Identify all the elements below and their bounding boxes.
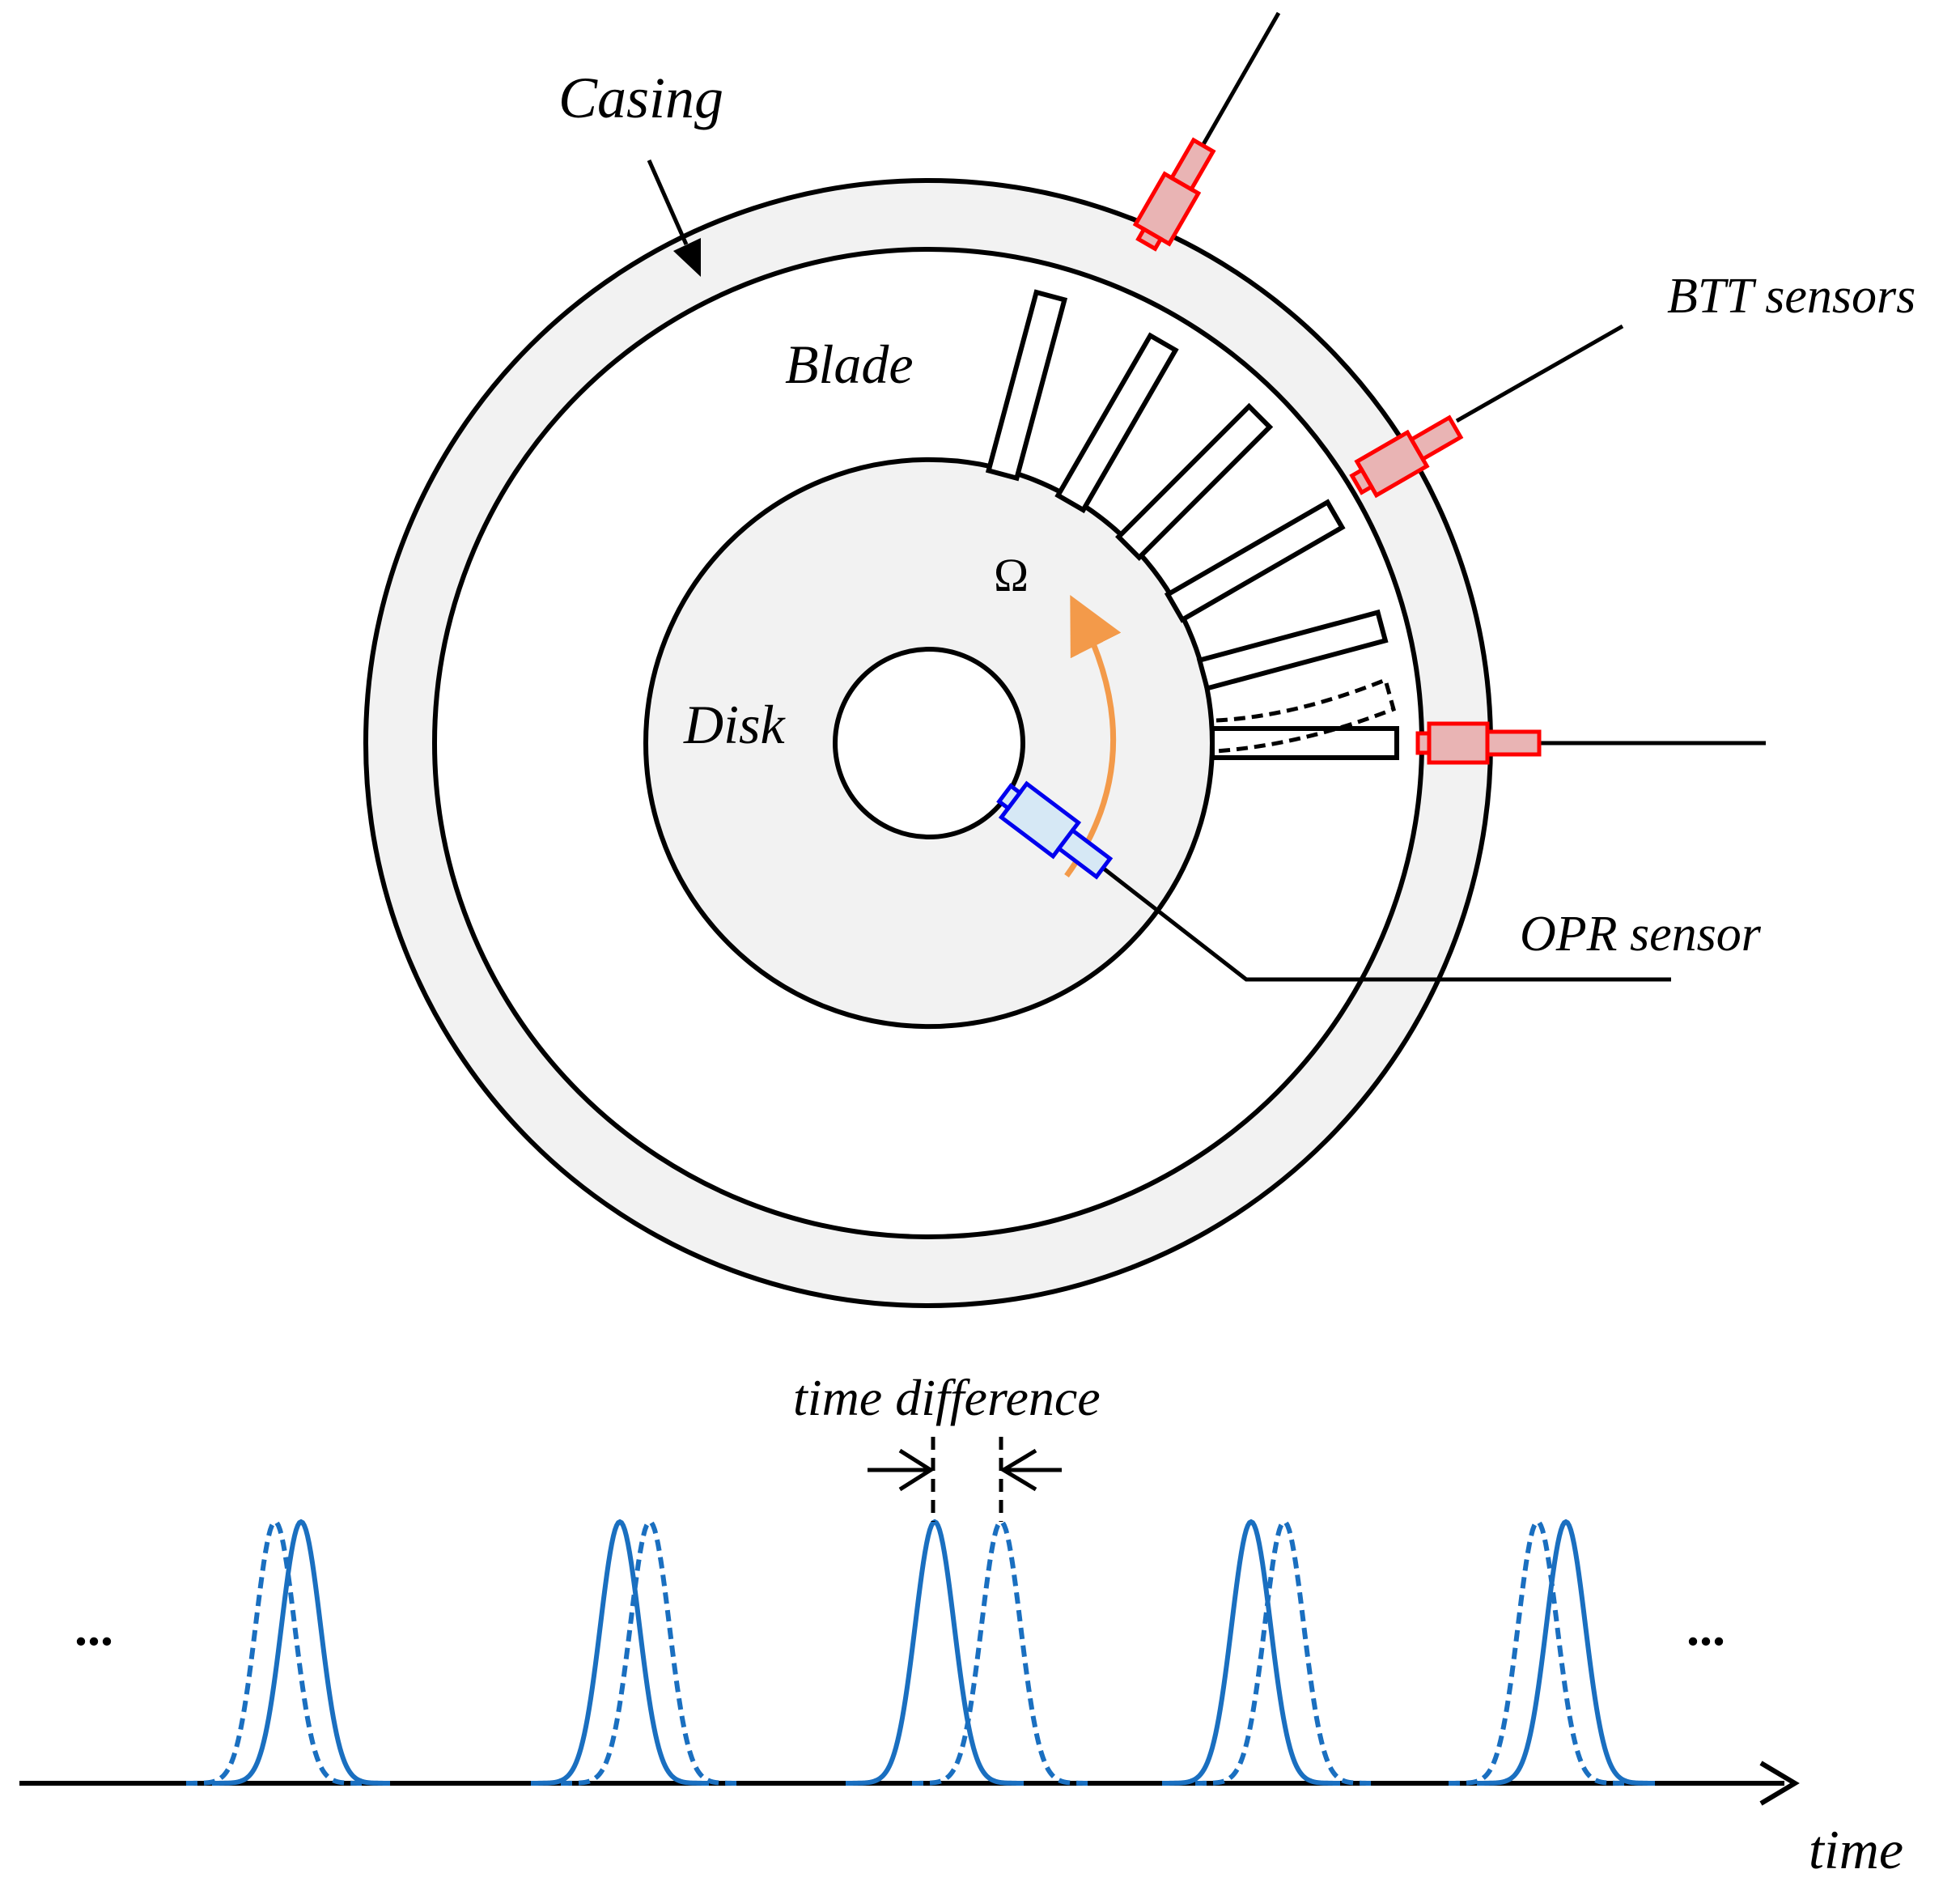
time-axis-label: time bbox=[1809, 1819, 1903, 1880]
btt-sensor-middle bbox=[1349, 324, 1624, 499]
disk-label: Disk bbox=[683, 694, 786, 755]
time-axis-arrowhead bbox=[1759, 1761, 1800, 1806]
btt-sensor-bottom bbox=[1415, 721, 1766, 765]
blade bbox=[1115, 402, 1274, 561]
casing-label: Casing bbox=[558, 66, 723, 130]
blade-label: Blade bbox=[785, 333, 914, 395]
casing-pointer-arrow bbox=[647, 159, 701, 277]
time-difference-arrow-left bbox=[868, 1448, 935, 1492]
measured-pulse bbox=[1162, 1519, 1340, 1786]
opr-sensor bbox=[996, 780, 1671, 982]
reference-pulse bbox=[912, 1519, 1090, 1786]
pulse-group bbox=[186, 1519, 1655, 1786]
measured-pulse bbox=[212, 1519, 390, 1786]
measured-pulse bbox=[1477, 1519, 1655, 1786]
blade bbox=[1210, 726, 1399, 760]
reference-pulse bbox=[1449, 1519, 1627, 1786]
reference-pulse bbox=[561, 1519, 739, 1786]
measured-pulse bbox=[846, 1519, 1024, 1786]
time-signal: time ... ... time difference bbox=[19, 1369, 1903, 1880]
deflected-blade bbox=[1215, 677, 1397, 754]
blade bbox=[1054, 332, 1179, 514]
blade bbox=[985, 289, 1068, 482]
blades bbox=[985, 289, 1399, 760]
measured-pulse bbox=[531, 1519, 709, 1786]
omega-label: Ω bbox=[994, 549, 1029, 601]
time-difference-arrow-right bbox=[999, 1448, 1062, 1492]
ellipsis-right: ... bbox=[1686, 1599, 1725, 1656]
blade bbox=[1196, 609, 1389, 692]
ellipsis-left: ... bbox=[74, 1599, 113, 1656]
btt-sensor-top bbox=[1132, 11, 1281, 252]
reference-pulse bbox=[186, 1519, 364, 1786]
blade bbox=[1164, 499, 1346, 623]
red-probe-icon bbox=[1427, 721, 1490, 765]
reference-pulse bbox=[1195, 1519, 1373, 1786]
opr-sensor-label: OPR sensor bbox=[1520, 907, 1762, 962]
btt-sensors-label: BTT sensors bbox=[1667, 269, 1915, 324]
time-difference-label: time difference bbox=[793, 1369, 1101, 1426]
casing-ring bbox=[363, 178, 1494, 1308]
casing bbox=[363, 178, 1494, 1308]
